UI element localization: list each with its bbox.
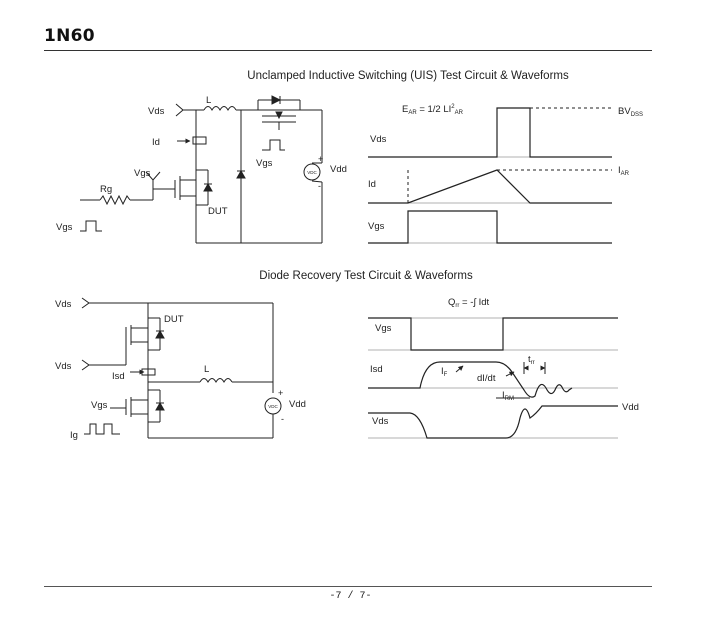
uis-label-bvdss: BVDSS	[618, 106, 643, 118]
uis-id-trace	[368, 169, 612, 204]
resistor-rg	[99, 194, 131, 206]
footer-divider	[44, 586, 652, 587]
diode-wave-label-isd: Isd	[370, 364, 383, 375]
uis-label-vdd: Vdd	[330, 164, 347, 175]
uis-energy-formula: EAR = 1/2 LI2AR	[402, 104, 464, 116]
uis-label-minus: -	[318, 181, 321, 191]
diode-vgs-trace	[368, 317, 618, 351]
uis-wave-label-vds: Vds	[370, 134, 387, 145]
diode-label-vdc: VDC	[268, 404, 278, 409]
diode-label-vds-mid: Vds	[55, 361, 72, 372]
uis-label-l: L	[206, 95, 211, 106]
uis-section-title: Unclamped Inductive Switching (UIS) Test…	[247, 70, 569, 82]
uis-waveforms	[368, 107, 612, 244]
diode-wave-label-vdd: Vdd	[622, 402, 639, 413]
uis-label-vgs-top: Vgs	[256, 158, 273, 169]
diode-label-trr: trr	[528, 354, 535, 366]
diode-section-title: Diode Recovery Test Circuit & Waveforms	[259, 270, 473, 282]
uis-label-vds: Vds	[148, 106, 165, 117]
diode-label-irm: IRM	[502, 390, 514, 402]
vdd-source	[303, 163, 321, 181]
diode-label-vgs: Vgs	[91, 400, 108, 411]
uis-label-id: Id	[152, 137, 160, 148]
diode-test-circuit	[81, 297, 282, 439]
uis-label-vdc: VDC	[307, 170, 317, 175]
diode-label-minus: -	[281, 414, 284, 424]
diode-label-vdd: Vdd	[289, 399, 306, 410]
gate-pulse-top	[262, 139, 285, 151]
inductor-l	[203, 106, 237, 112]
uis-label-iar: IAR	[618, 165, 630, 177]
diode-isd-trace	[368, 361, 573, 398]
vds-terminal-mid	[81, 359, 90, 371]
diode-label-vds-top: Vds	[55, 299, 72, 310]
uis-label-plus: +	[318, 154, 323, 164]
diode-inductor-l	[199, 378, 233, 384]
page-title: 1N60	[44, 26, 95, 46]
uis-label-vgs-gate: Vgs	[134, 168, 151, 179]
diode-label-didt: dI/dt	[477, 373, 496, 384]
page-number: -7 / 7-	[329, 591, 372, 602]
diode-waveforms	[368, 317, 618, 439]
uis-label-vgs-source: Vgs	[56, 222, 73, 233]
diode-label-l: L	[204, 364, 209, 375]
diode-label-ig: Ig	[70, 430, 78, 441]
diode-wave-label-vgs: Vgs	[375, 323, 392, 334]
diode-vds-trace	[368, 405, 618, 439]
uis-test-circuit	[80, 95, 323, 244]
uis-vgs-trace	[368, 210, 612, 244]
ig-pulse	[84, 423, 120, 435]
uis-wave-label-id: Id	[368, 179, 376, 190]
vds-terminal-top	[81, 297, 90, 309]
diode-wave-label-vds: Vds	[372, 416, 389, 427]
vds-terminal	[175, 103, 184, 117]
diode-label-isd: Isd	[112, 371, 125, 382]
diode-label-if: IF	[441, 366, 448, 378]
diode-label-dut: DUT	[164, 314, 184, 325]
uis-vds-trace	[368, 107, 612, 158]
diode-label-plus: +	[278, 388, 283, 398]
page-header: 1N60	[44, 26, 652, 51]
vgs-pulse-source	[80, 220, 102, 232]
uis-wave-label-vgs: Vgs	[368, 221, 385, 232]
diode-qrr-formula: Qrr = -∫ Idt	[448, 297, 490, 309]
freewheel-diode	[236, 169, 246, 179]
uis-label-dut: DUT	[208, 206, 228, 217]
uis-label-rg: Rg	[100, 184, 112, 195]
